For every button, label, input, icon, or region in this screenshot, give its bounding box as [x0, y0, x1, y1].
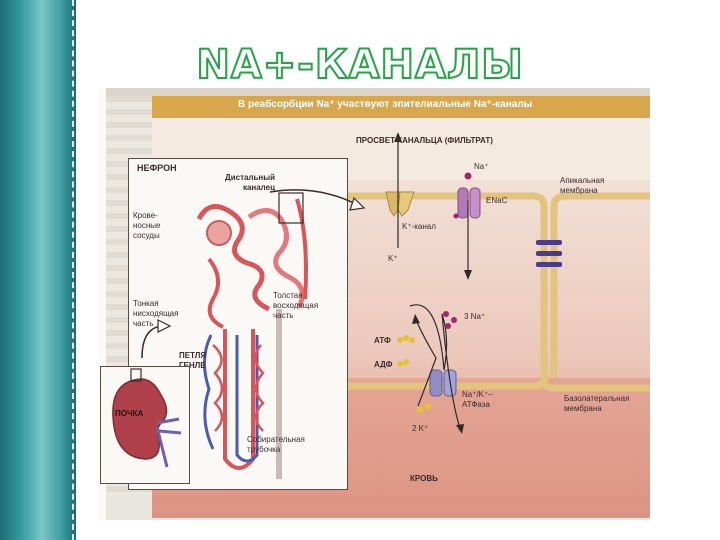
tight-junction [536, 240, 562, 267]
pump-label: Na⁺/K⁺– АТФаза [462, 390, 493, 409]
enac-channel-shape [457, 187, 481, 219]
kidney-inset: ПОЧКА [100, 366, 190, 484]
potassium-ion [416, 406, 424, 414]
na-export-arrow-tail [409, 304, 445, 371]
page-edge-left [98, 88, 106, 520]
kidney-drawing [112, 368, 182, 468]
textbook-figure-photo: В реабсорбции Na⁺ участвуют эпителиальны… [98, 88, 650, 520]
three-na-label: 3 Na⁺ [464, 312, 486, 321]
thick-ascending-label: Толстая восходящая часть [273, 291, 319, 320]
k-import-arrow [415, 319, 437, 407]
k-channel-shape [385, 191, 415, 217]
adp-label: АДФ [374, 360, 393, 369]
sodium-ion [453, 213, 459, 219]
apical-membrane-right-cell [550, 192, 650, 207]
figure-header-text: В реабсорбции Na⁺ участвуют эпителиальны… [238, 99, 533, 110]
nephron-drawing [196, 192, 308, 479]
k-channel-label: K⁺-канал [402, 222, 436, 231]
nephron-title: НЕФРОН [137, 163, 177, 173]
apical-membrane-left-cell [334, 192, 548, 207]
blood-vessels-label: Крове- носные сосуды [133, 211, 161, 240]
enac-label: ENaC [486, 196, 508, 205]
basolateral-membrane [334, 206, 548, 390]
slide-title: NA+-КАНАЛЫ [195, 41, 524, 89]
atp-dot [397, 337, 403, 343]
side-decoration-strip [0, 0, 76, 540]
na-lumen-label: Na⁺ [474, 162, 489, 171]
apical-membrane-label: Апикальная мембрана [560, 176, 605, 195]
sodium-ion-lumen [464, 172, 472, 180]
lumen-label: ПРОСВЕТ КАНАЛЬЦА (ФИЛЬТРАТ) [356, 136, 493, 145]
basolateral-membrane-label: Базолатеральная мембрана [564, 394, 630, 413]
two-k-label: 2 K⁺ [412, 424, 429, 433]
distal-tubule-label: Дистальный каналец [225, 173, 276, 192]
adp-dot [397, 361, 403, 367]
thin-descending-label: Тонкая нисходящая часть [133, 299, 179, 328]
figure-header-bar: В реабсорбции Na⁺ участвуют эпителиальны… [152, 96, 650, 118]
page-edge-top [106, 88, 650, 96]
atp-label: АТФ [374, 336, 391, 345]
blood-label: КРОВЬ [410, 474, 438, 483]
collecting-duct-label: Собирательная трубочка [247, 435, 305, 454]
kidney-label: ПОЧКА [115, 409, 144, 418]
loop-henle-label: ПЕТЛЯ ГЕНЛЕ [179, 351, 207, 370]
na-export-arrow [441, 313, 461, 429]
k-ion-label: K⁺ [388, 254, 398, 263]
lateral-membrane [540, 206, 650, 392]
